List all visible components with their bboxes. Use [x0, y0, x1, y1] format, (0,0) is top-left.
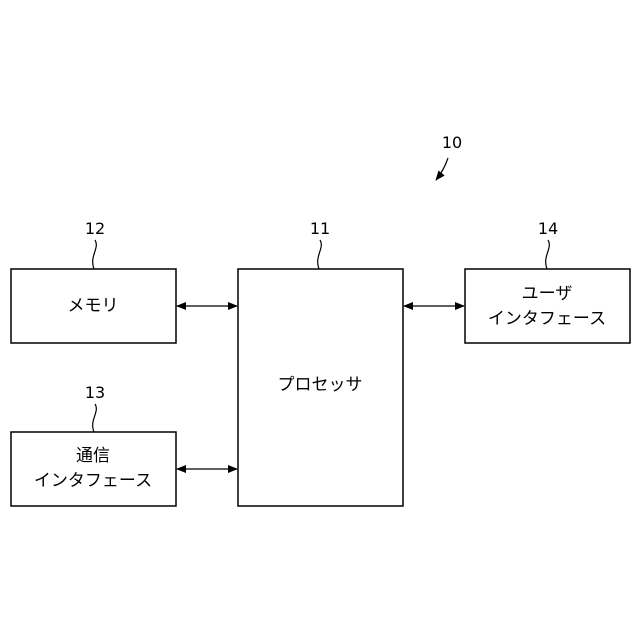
user-interface-box — [465, 269, 630, 343]
comm-interface-leader-line — [93, 404, 97, 432]
user-interface-ref-number: 14 — [538, 219, 558, 238]
comm-interface-ref-number: 13 — [85, 383, 105, 402]
memory-leader-line — [93, 240, 97, 269]
system-reference: 10 — [436, 133, 462, 180]
memory-label: メモリ — [68, 296, 119, 316]
comm-interface-block: 13 通信 インタフェース — [11, 383, 176, 506]
user-interface-label-line-1: ユーザ — [522, 284, 573, 304]
comm-interface-box — [11, 432, 176, 506]
memory-block: 12 メモリ — [11, 219, 176, 343]
comm-interface-label-line-1: 通信 — [76, 446, 110, 466]
processor-leader-line — [318, 240, 322, 269]
processor-block: 11 プロセッサ — [238, 219, 403, 506]
comm-interface-label-line-2: インタフェース — [34, 471, 152, 491]
memory-ref-number: 12 — [85, 219, 105, 238]
user-interface-leader-line — [546, 240, 550, 269]
system-ref-number: 10 — [442, 133, 462, 152]
system-ref-arrow — [436, 158, 448, 180]
user-interface-label-line-2: インタフェース — [488, 309, 606, 329]
processor-label: プロセッサ — [278, 375, 363, 395]
processor-ref-number: 11 — [310, 219, 330, 238]
user-interface-block: 14 ユーザ インタフェース — [465, 219, 630, 343]
